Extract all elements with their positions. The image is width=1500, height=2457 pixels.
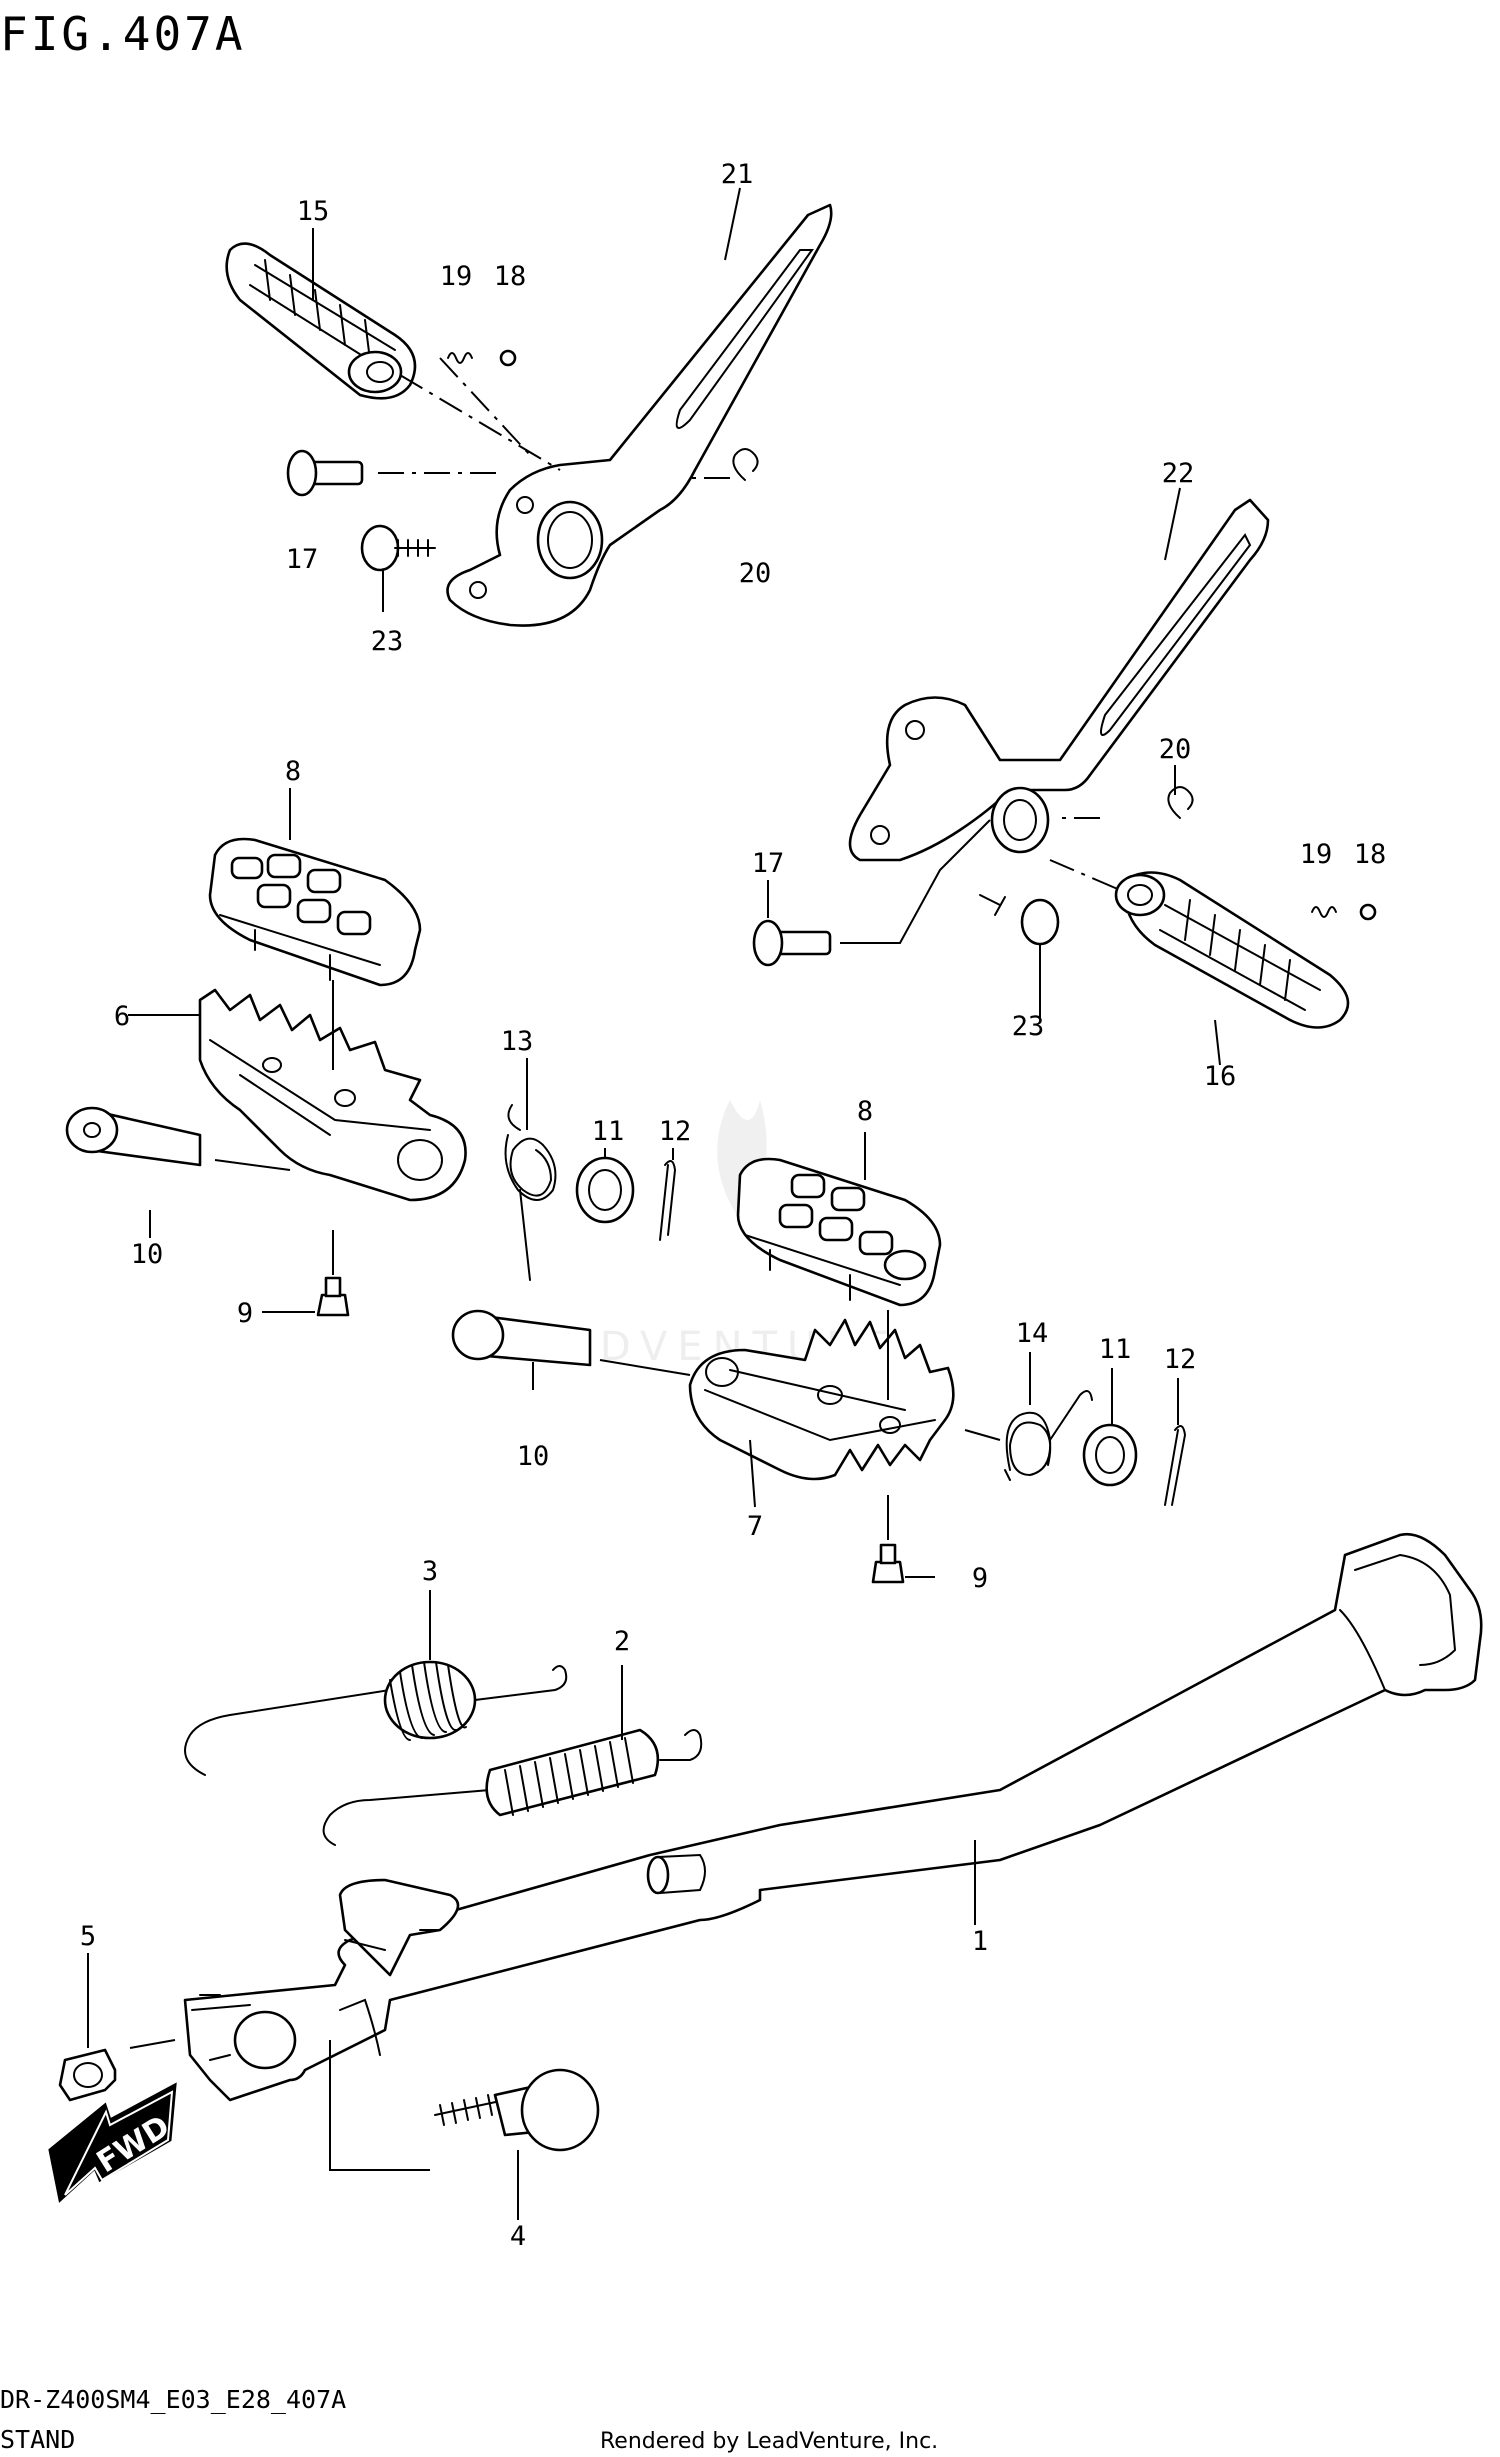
- callout-16: 16: [1204, 1061, 1237, 1092]
- callout-7: 7: [747, 1511, 763, 1542]
- part-2-spring: [322, 1728, 703, 1846]
- callout-1: 1: [972, 1926, 988, 1957]
- callout-22: 22: [1162, 458, 1195, 489]
- figure-title: FIG.407A: [0, 7, 246, 61]
- callout-9-lower: 9: [972, 1563, 988, 1594]
- callout-23-left: 23: [371, 626, 404, 657]
- callout-4: 4: [510, 2221, 526, 2252]
- callout-19-left: 19: [440, 261, 473, 292]
- section-name: STAND: [0, 2425, 75, 2454]
- callout-2: 2: [614, 1626, 630, 1657]
- part-3-spring: [184, 1660, 568, 1776]
- part-17-pin-right: [752, 919, 832, 967]
- part-15-footrest: [225, 242, 417, 400]
- part-1-side-stand: [183, 1532, 1483, 2102]
- fwd-arrow-icon: FWD: [48, 2082, 177, 2203]
- part-22-bracket: [848, 498, 1270, 862]
- part-10-pin-upper: [65, 1106, 202, 1167]
- part-18-ball-left: [499, 349, 517, 367]
- callout-14: 14: [1016, 1318, 1049, 1349]
- callout-13: 13: [501, 1026, 534, 1057]
- part-10-pin-lower: [451, 1309, 592, 1367]
- callout-15: 15: [297, 196, 330, 227]
- callout-labels: 1 2 3 4 5 6 7 8 8 9 9 10 10 11 11 12 12 …: [80, 159, 1386, 2252]
- callout-12-lower: 12: [1164, 1344, 1197, 1375]
- callout-10-upper: 10: [131, 1239, 164, 1270]
- part-16-footrest: [1114, 871, 1350, 1029]
- part-5-nut: [58, 2048, 117, 2102]
- part-6-footpeg: [198, 988, 467, 1202]
- part-23-bolt-right: [979, 894, 1060, 946]
- callout-3: 3: [422, 1556, 438, 1587]
- callout-9-upper: 9: [237, 1298, 253, 1329]
- callout-17-right: 17: [752, 848, 785, 879]
- part-12-cotter-upper: [659, 1160, 676, 1241]
- callout-23-right: 23: [1012, 1011, 1045, 1042]
- part-21-bracket: [446, 203, 833, 627]
- callout-18-right: 18: [1354, 839, 1387, 870]
- part-4-bolt: [434, 2068, 600, 2152]
- part-11-washer-lower: [1082, 1423, 1138, 1487]
- callout-18-left: 18: [494, 261, 527, 292]
- part-8-rubber-upper: [208, 837, 422, 987]
- part-9-bolt-upper: [316, 1276, 350, 1317]
- part-11-washer-upper: [575, 1156, 635, 1224]
- leader-lines: [87, 187, 1221, 2220]
- callout-17-left: 17: [286, 544, 319, 575]
- part-14-spring: [1004, 1390, 1093, 1481]
- part-19-spring-left: [447, 352, 473, 364]
- part-18-ball-right: [1359, 903, 1377, 921]
- part-20-clip-left: [732, 448, 759, 481]
- callout-8-upper: 8: [285, 756, 301, 787]
- callout-20-left: 20: [739, 558, 772, 589]
- callout-19-right: 19: [1300, 839, 1333, 870]
- rendered-by-credit: Rendered by LeadVenture, Inc.: [600, 2429, 938, 2454]
- part-13-spring: [504, 1104, 557, 1281]
- callout-20-right: 20: [1159, 734, 1192, 765]
- callout-11-lower: 11: [1099, 1334, 1132, 1365]
- part-23-bolt-left: [360, 524, 436, 572]
- callout-5: 5: [80, 1921, 96, 1952]
- part-12-cotter-lower: [1164, 1425, 1186, 1506]
- part-9-bolt-lower: [871, 1543, 905, 1584]
- part-8-rubber-lower: [736, 1157, 942, 1307]
- callout-10-lower: 10: [517, 1441, 550, 1472]
- model-code: DR-Z400SM4_E03_E28_407A: [0, 2385, 346, 2414]
- callout-8-lower: 8: [857, 1096, 873, 1127]
- callout-11-upper: 11: [592, 1116, 625, 1147]
- part-20-clip-right: [1167, 786, 1194, 819]
- callout-21: 21: [721, 159, 754, 190]
- callout-12-upper: 12: [659, 1116, 692, 1147]
- part-19-spring-right: [1311, 906, 1337, 918]
- part-17-pin-left: [286, 449, 364, 497]
- callout-6: 6: [114, 1001, 130, 1032]
